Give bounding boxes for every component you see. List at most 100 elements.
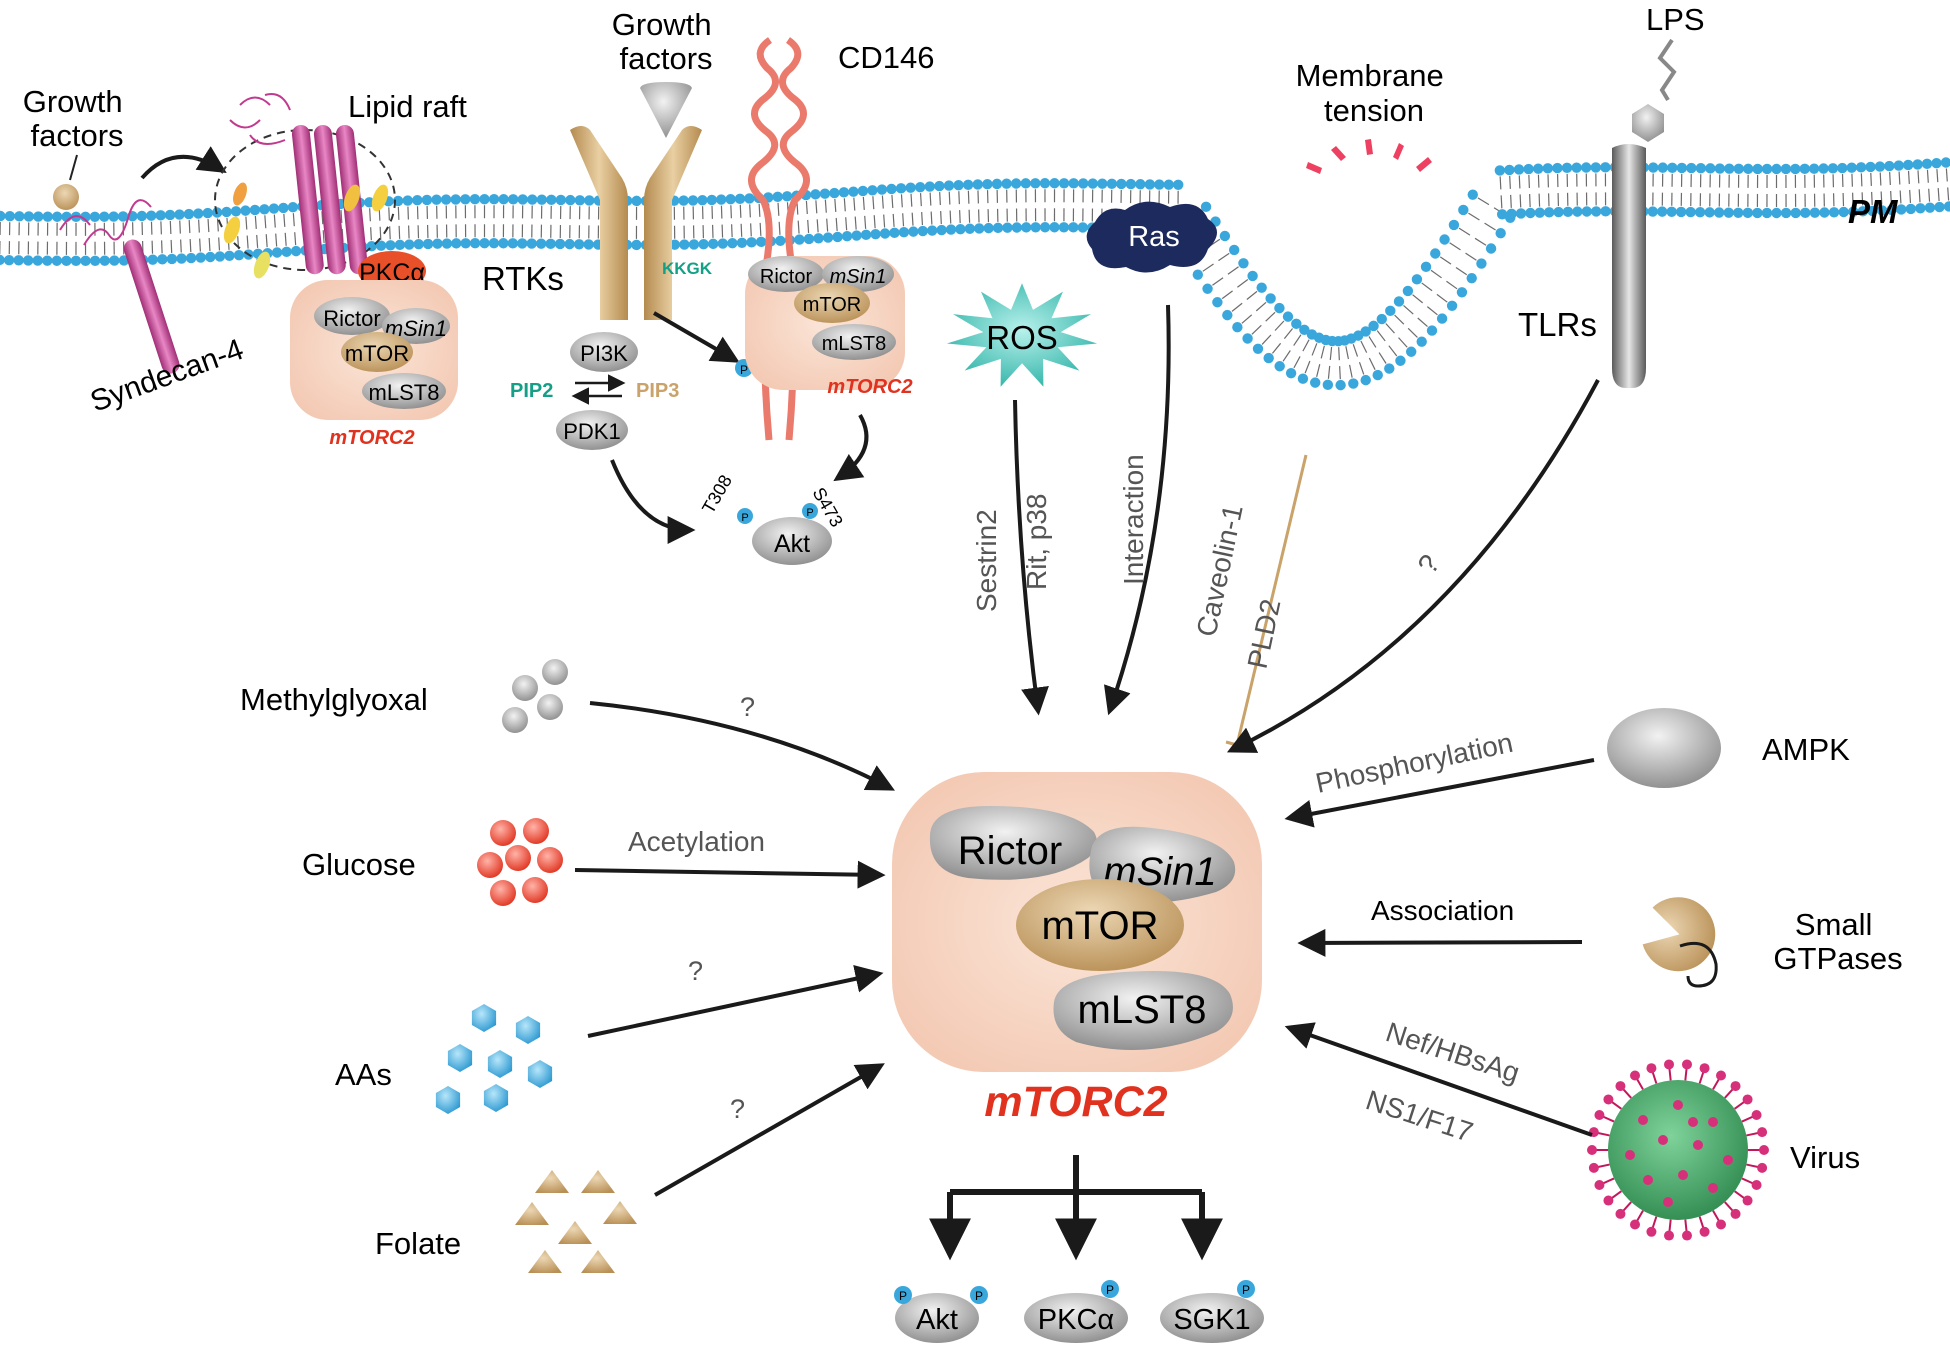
lipid-head — [1087, 178, 1098, 189]
lipid-head — [1761, 163, 1773, 175]
lipid-head — [1402, 285, 1414, 297]
lipid-head — [1886, 204, 1897, 216]
lipid-tail — [284, 232, 287, 246]
t308-label: T308 — [698, 471, 736, 517]
lipid-head — [1393, 296, 1405, 307]
lipid-tail — [921, 212, 924, 226]
lipid-tail — [1898, 171, 1901, 185]
lipid-tail — [1870, 172, 1872, 186]
lipid-tail — [1304, 360, 1311, 374]
folate-triangles — [515, 1170, 637, 1273]
lipid-tail — [949, 210, 952, 224]
lipid-head — [441, 238, 453, 249]
lipid-head — [1542, 163, 1554, 174]
lipid-head — [1212, 297, 1223, 308]
lipid-head — [775, 235, 786, 246]
lipid-head — [70, 255, 82, 267]
lipid-head — [1385, 305, 1396, 317]
lipid-tail — [1484, 222, 1496, 231]
virus-surface-dot — [1708, 1117, 1718, 1127]
lipid-tail — [731, 224, 733, 238]
lipid-head — [688, 239, 700, 250]
lipid-head — [224, 250, 235, 262]
folate-label: Folate — [375, 1226, 461, 1261]
lipid-tail — [1316, 364, 1321, 377]
glucose-input: Glucose Acetylation — [302, 818, 886, 906]
lipid-head — [1743, 163, 1754, 175]
lipid-head — [1395, 355, 1406, 366]
aa-hexagon — [447, 1044, 473, 1072]
lipid-head — [176, 253, 187, 264]
lipid-head — [1857, 206, 1869, 217]
lipid-tail — [1518, 175, 1521, 189]
lipid-tail — [1327, 365, 1331, 379]
lipid-tail — [199, 238, 201, 252]
lipid-tail — [958, 191, 960, 205]
lipid-tail — [389, 226, 391, 240]
lipid-tail — [1417, 317, 1428, 328]
lipid-head — [1934, 201, 1945, 213]
lipid-head — [1590, 162, 1602, 173]
lipid-head — [1504, 164, 1515, 176]
lipid-head — [1144, 179, 1156, 190]
lipid-head — [431, 194, 442, 205]
lipid-head — [404, 239, 415, 250]
virus-spike-tip — [1594, 1110, 1605, 1121]
lipid-head — [1368, 320, 1379, 332]
lipid-tail — [853, 197, 856, 211]
lipid-head — [507, 238, 519, 249]
lipid-head — [1238, 258, 1249, 269]
lipid-head — [1439, 234, 1450, 245]
lipid-head — [1291, 318, 1302, 330]
output-akt: Akt P P — [894, 1286, 988, 1343]
lipid-head — [469, 194, 481, 205]
lipid-tail — [379, 226, 382, 240]
lipid-head — [1571, 162, 1582, 173]
lipid-tail — [1519, 194, 1522, 208]
lipid-head — [1263, 352, 1274, 364]
lipid-head — [23, 211, 35, 222]
virus-spike-tip — [1742, 1195, 1753, 1206]
methylglyoxal-question: ? — [740, 692, 755, 722]
lipid-tail — [1338, 347, 1340, 361]
lipid-head — [1809, 207, 1821, 218]
lipid-tail — [1339, 366, 1341, 380]
lps-label: LPS — [1646, 2, 1705, 37]
lipid-head — [157, 254, 168, 265]
lipid-head — [193, 208, 204, 219]
lipid-head — [974, 223, 985, 234]
folate-triangle — [515, 1202, 549, 1225]
small-gtpases-label: Small GTPases — [1773, 907, 1902, 976]
lipid-head — [1154, 179, 1165, 190]
virus-spike-tip — [1615, 1208, 1626, 1219]
lipid-head — [803, 233, 815, 245]
lipid-tail — [398, 225, 401, 239]
rictor-label: Rictor — [760, 266, 813, 288]
virus-spike-tip — [1587, 1145, 1597, 1155]
lipid-head — [1761, 207, 1773, 219]
lipid-head — [1647, 206, 1658, 217]
lipid-head — [1058, 222, 1070, 233]
lipid-tail — [180, 239, 182, 253]
lipid-head — [565, 194, 576, 206]
lipid-head — [1348, 378, 1359, 389]
lipid-tail — [1918, 189, 1921, 203]
virus-surface-dot — [1708, 1183, 1718, 1193]
lipid-head — [860, 229, 872, 241]
lipid-tail — [1358, 361, 1365, 375]
lipid-head — [698, 238, 709, 250]
cd146-label: CD146 — [838, 40, 935, 75]
lipid-head — [0, 254, 5, 266]
lipid-head — [278, 202, 289, 214]
lipid-head — [1525, 207, 1536, 219]
lipid-tail — [1945, 168, 1948, 182]
lipid-head — [440, 194, 452, 205]
lipid-head — [1010, 178, 1022, 189]
lipid-head — [822, 232, 834, 243]
lipid-tail — [1426, 306, 1438, 316]
lipid-head — [943, 180, 955, 191]
pi3k-label: PI3K — [580, 341, 628, 366]
growth-factors-rtk-label: Growth factors — [612, 7, 721, 76]
lipid-head — [1733, 207, 1744, 218]
aas-label: AAs — [335, 1057, 392, 1092]
